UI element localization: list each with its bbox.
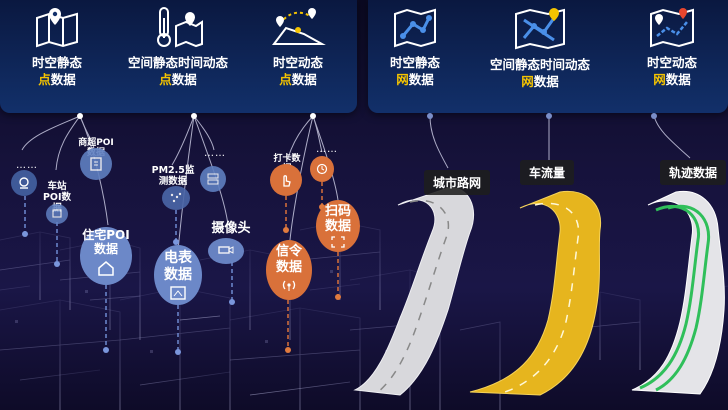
checkin-bubble (270, 164, 302, 196)
pm25-label: PM2.5监测数据 (151, 165, 195, 187)
station-poi-bubble (46, 204, 68, 224)
device-bubble (200, 166, 226, 192)
meter-label: 电表数据 (164, 250, 192, 283)
category-title: 空间静态时间动态 (489, 57, 590, 72)
category-spatial-static-temporal-dynamic-network: 空间静态时间动态 网数据 (480, 6, 600, 90)
category-title: 空间静态时间动态 (127, 55, 228, 70)
particles-icon (170, 192, 182, 203)
category-title: 时空动态 (646, 55, 697, 70)
traffic-network-icon (515, 8, 565, 50)
bus-icon (52, 209, 62, 218)
traffic-flow-road (469, 190, 602, 396)
meter-bubble: 电表数据 (154, 245, 202, 305)
network-map-icon (394, 8, 436, 48)
category-subtitle: 网数据 (396, 72, 434, 87)
more-items-ellipsis: …… (204, 148, 226, 159)
trajectory-road (631, 190, 725, 395)
traffic-flow-tag: 车流量 (520, 160, 575, 185)
map-icon (36, 8, 78, 48)
road-network-road (353, 187, 475, 396)
signal-label: 信令数据 (275, 244, 302, 275)
thermometer-map-icon (157, 7, 203, 48)
sensor-bubble (310, 156, 334, 182)
residential-poi-bubble: 住宅POI数据 (80, 227, 132, 285)
building-icon (90, 157, 102, 171)
residential-poi-label: 住宅POI数据 (82, 228, 130, 256)
pm25-bubble (162, 186, 190, 210)
scan-bubble: 扫码数据 (316, 200, 360, 252)
category-subtitle: 点数据 (159, 72, 197, 87)
house-icon (98, 261, 114, 276)
trajectory-map-icon (650, 8, 694, 48)
category-spatiotemporal-static-network: 时空静态 网数据 (355, 6, 475, 88)
signal-tower-icon (282, 280, 296, 291)
clock-icon (316, 163, 328, 175)
trajectory-tag: 轨迹数据 (660, 160, 727, 185)
category-title: 时空静态 (389, 55, 440, 70)
location-pin-bubble (11, 170, 37, 196)
route-points-icon (272, 8, 326, 45)
meter-icon (170, 286, 186, 300)
camera-label: 摄像头 (211, 221, 251, 236)
category-spatiotemporal-static-point: 时空静态 点数据 (0, 6, 117, 88)
category-subtitle: 点数据 (38, 72, 76, 87)
category-title: 时空动态 (272, 55, 323, 70)
category-spatial-static-temporal-dynamic-point: 空间静态时间动态 点数据 (118, 6, 238, 88)
road-network-tag: 城市路网 (424, 170, 491, 195)
server-icon (207, 173, 219, 185)
category-subtitle: 网数据 (653, 72, 691, 87)
category-spatiotemporal-dynamic-point: 时空动态 点数据 (238, 6, 358, 88)
category-spatiotemporal-dynamic-network: 时空动态 网数据 (612, 6, 728, 88)
scan-code-icon (331, 236, 345, 248)
category-subtitle: 点数据 (279, 72, 317, 87)
category-subtitle: 网数据 (521, 74, 559, 89)
location-pin-icon (19, 177, 29, 189)
more-items-ellipsis: …… (316, 144, 338, 155)
signal-bubble: 信令数据 (266, 240, 312, 300)
camera-bubble (208, 238, 244, 264)
more-items-ellipsis: …… (16, 160, 38, 171)
scan-label: 扫码数据 (324, 204, 351, 234)
business-poi-bubble (80, 148, 112, 180)
category-title: 时空静态 (31, 55, 82, 70)
camera-icon (218, 246, 234, 254)
hand-tap-icon (283, 175, 291, 187)
